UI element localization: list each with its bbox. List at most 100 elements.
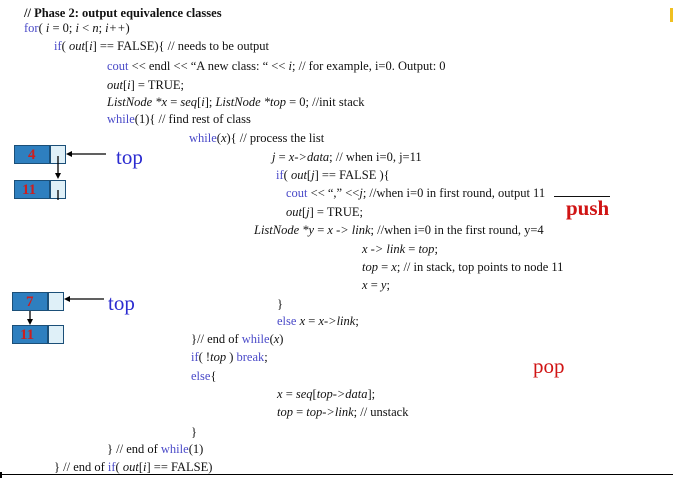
code-var: ListNode *y (254, 223, 315, 237)
code-var: ListNode *top (215, 95, 286, 109)
code-line-cout-j: cout << “,” <<j; //when i=0 in first rou… (286, 186, 545, 200)
code-var: top->data (316, 387, 368, 401)
code-text: ( (115, 460, 123, 474)
code-var: i (201, 95, 205, 109)
code-text: ; (386, 278, 390, 292)
code-line-close-else: } (191, 425, 197, 439)
code-line-else-x-link: else x = x->link; (277, 314, 359, 328)
keyword-if: if (107, 460, 116, 474)
keyword-if: if (276, 168, 284, 182)
code-line-if-out-i: if( out[i] == FALSE){ // needs to be out… (54, 39, 269, 53)
code-line-close-if-out-j: } (277, 297, 283, 311)
code-line-j-assign: j = x->data; // when i=0, j=11 (272, 150, 422, 164)
code-var: i (143, 460, 147, 474)
code-var: x (362, 278, 368, 292)
code-line-end-while-1: } // end of while(1) (107, 442, 203, 456)
keyword-cout: cout (286, 186, 308, 200)
code-var: top (362, 260, 378, 274)
code-var: out (286, 205, 302, 219)
code-var: i (75, 21, 79, 35)
code-text: << “,” << (307, 186, 360, 200)
code-text: ; // for example, i=0. Output: 0 (292, 59, 446, 73)
code-var: i (45, 21, 50, 35)
code-text: (1) (188, 442, 204, 456)
code-line-out-j-true: out[j] = TRUE; (286, 205, 363, 219)
code-text: [ (312, 387, 317, 401)
code-line-else-open: else{ (191, 369, 216, 383)
code-line-if-out-j: if( out[j] == FALSE ){ (276, 168, 390, 182)
code-text: = (405, 242, 419, 256)
top-label-push: top (116, 145, 143, 169)
phase-2-comment: // Phase 2: output equivalence classes (24, 6, 222, 20)
code-var: n (92, 21, 99, 35)
code-var: top->link (306, 405, 354, 419)
node-11b-link-cell (48, 325, 64, 344)
code-var: x->link (318, 314, 356, 328)
code-var: j (359, 186, 363, 200)
code-var: seq (295, 387, 313, 401)
bottom-divider (0, 474, 673, 475)
node-11-value: 11 (22, 182, 37, 198)
code-var: y (380, 278, 387, 292)
code-var: out (68, 39, 85, 53)
code-var: j (272, 150, 276, 164)
output-underline (554, 196, 610, 197)
code-text: ; (434, 242, 438, 256)
code-line-x-seq-top: x = seq[top->data]; (277, 387, 375, 401)
code-var: j (306, 205, 310, 219)
node-11b-data-cell (12, 325, 48, 344)
code-text: ]; (204, 95, 216, 109)
code-line-end-while-x: }// end of while(x) (191, 332, 283, 346)
code-var: i (89, 39, 93, 53)
keyword-while: while (160, 442, 189, 456)
code-text: ( (283, 168, 291, 182)
code-text: = (377, 260, 392, 274)
keyword-while: while (241, 332, 270, 346)
code-var: top (210, 350, 227, 364)
keyword-else: else (277, 314, 297, 328)
keyword-else: else (191, 369, 211, 383)
code-text: ( ! (198, 350, 211, 364)
code-text: ; (98, 21, 106, 35)
code-text: ; (355, 314, 359, 328)
code-var: x -> link (327, 223, 371, 237)
code-text: ; (264, 350, 268, 364)
keyword-if: if (191, 350, 199, 364)
code-text: = (292, 405, 307, 419)
code-text: ] == FALSE){ // needs to be output (92, 39, 270, 53)
right-edge-mark (670, 8, 673, 22)
code-line-x-link-top: x -> link = top; (362, 242, 438, 256)
code-text: = (282, 387, 296, 401)
code-line-top-x: top = x; // in stack, top points to node… (362, 260, 563, 274)
code-var: seq (180, 95, 198, 109)
push-label: push (566, 196, 610, 220)
code-var: x (296, 314, 306, 328)
code-text: } // end of (107, 442, 161, 456)
code-line-x-y: x = y; (362, 278, 390, 292)
code-text: [ (138, 460, 143, 474)
code-var: x (391, 260, 397, 274)
code-line-while-1: while(1){ // find rest of class (107, 112, 251, 126)
code-text: [ (301, 205, 307, 219)
code-line-if-top-break: if( !top ) break; (191, 350, 268, 364)
code-text: ; //when i=0 in first round, output 11 (362, 186, 546, 200)
code-text: }// end of (191, 332, 242, 346)
code-text: = 0; //init stack (285, 95, 365, 109)
keyword-for: for (24, 21, 39, 35)
code-text: ) (279, 332, 284, 346)
code-text: { (210, 369, 217, 383)
code-line-cout-new-class: cout << endl << “A new class: “ << i; //… (107, 59, 446, 73)
code-text: ) (125, 21, 130, 35)
code-var: out (122, 460, 139, 474)
keyword-while: while (189, 131, 217, 145)
node-11b-value: 11 (20, 327, 35, 343)
code-text: [ (84, 39, 90, 53)
code-text: = (167, 95, 181, 109)
code-var: i++ (105, 21, 126, 35)
code-text: ; // in stack, top points to node 11 (396, 260, 564, 274)
left-edge-mark (0, 472, 2, 478)
node-7-value: 7 (26, 294, 34, 310)
code-text: ( (216, 131, 221, 145)
code-text: << endl << “A new class: “ << (128, 59, 289, 73)
